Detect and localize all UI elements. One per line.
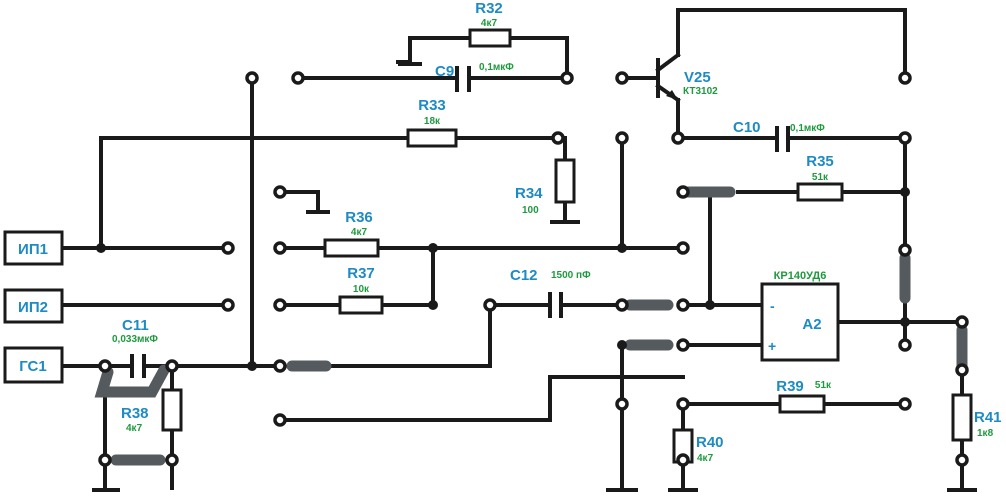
junction-dots [96,187,910,371]
resistors [161,28,973,464]
wire-c9-ground [396,36,472,64]
r35-value: 51к [812,172,829,183]
capacitor-c9 [455,66,471,92]
resistor-r38 [161,388,183,432]
v25-name: V25 [684,69,711,86]
r36-value: 4к7 [351,227,368,238]
transistor-v25 [655,52,681,103]
capacitor-c11 [130,354,146,378]
resistor-r39 [778,394,826,414]
a2-name: A2 [802,316,821,333]
r33-value: 18к [424,116,441,127]
a2-plus: + [768,338,776,354]
source-ip2-label: ИП2 [18,299,48,316]
pads [98,71,969,467]
r41-name: R41 [974,409,1002,426]
r39-name: R39 [776,378,804,395]
r33-name: R33 [418,97,446,114]
capacitors [130,66,790,378]
source-ip1 [3,230,64,266]
jumpers [94,186,968,466]
c11-value: 0,033мкФ [112,334,158,345]
c9-value: 0,1мкФ [479,62,514,73]
r34-value: 100 [522,205,539,216]
wires [60,8,964,490]
r40-name: R40 [696,434,724,451]
resistor-r34 [554,158,576,204]
r41-value: 1к8 [977,428,994,439]
source-gs1 [3,346,64,384]
resistor-r35 [796,182,844,202]
r34-name: R34 [515,185,543,202]
resistor-r32 [468,28,512,48]
r39-value: 51к [815,380,832,391]
r40-value: 4к7 [697,453,714,464]
r37-name: R37 [347,265,375,282]
c12-value: 1500 пФ [551,270,591,281]
source-ip1-label: ИП1 [18,241,48,258]
c11-name: C11 [122,317,149,334]
r32-name: R32 [475,0,503,17]
resistor-r37 [338,295,384,315]
source-ip2 [3,288,64,324]
r36-name: R36 [345,209,373,226]
a2-minus: - [770,298,775,314]
resistor-r33 [406,128,458,148]
v25-value: КТ3102 [683,86,718,97]
jumper-c11-slant [94,364,170,398]
c10-name: C10 [733,119,761,136]
r38-value: 4к7 [126,423,143,434]
r37-value: 10к [353,284,370,295]
source-gs1-label: ГС1 [19,358,46,375]
r38-name: R38 [121,405,149,422]
capacitor-c10 [775,126,790,152]
a2-type: КР140УД6 [774,270,827,282]
labels: ИП1 ИП2 ГС1 R32 4к7 C9 0,1мкФ R33 18к R3… [18,0,1001,464]
resistor-r41 [951,393,973,442]
r35-name: R35 [806,153,834,170]
opamp-a2 [760,282,840,362]
capacitor-c12 [548,292,563,318]
c12-name: C12 [510,267,538,284]
c9-name: C9 [435,63,454,80]
resistor-r36 [323,238,380,258]
c10-value: 0,1мкФ [790,123,825,134]
r32-value: 4к7 [481,18,498,29]
